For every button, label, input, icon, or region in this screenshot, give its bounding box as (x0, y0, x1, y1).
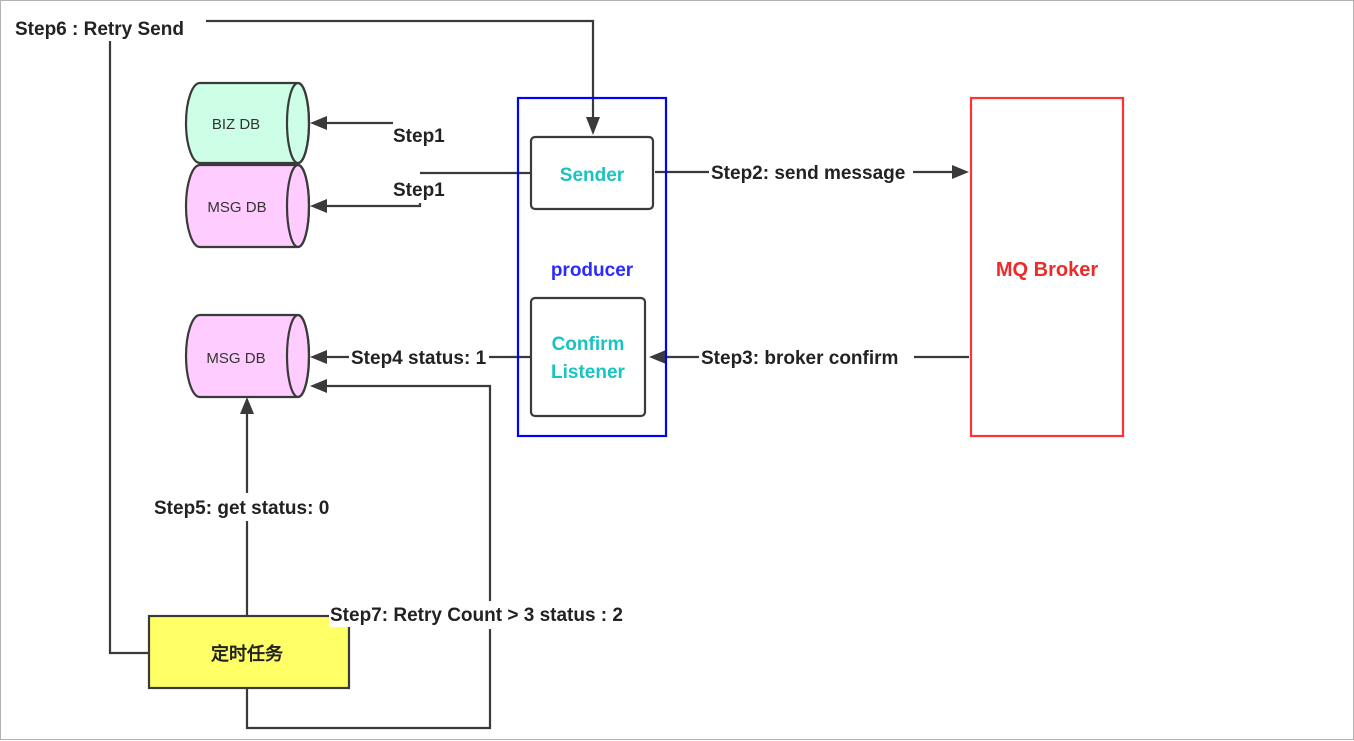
producer-container[interactable]: producer (516, 96, 668, 438)
mq-broker-label: MQ Broker (996, 259, 1098, 281)
edge-step1-msg-db (310, 171, 531, 213)
mq-broker-box[interactable]: MQ Broker (969, 96, 1125, 438)
edge-step1-biz-db (310, 116, 393, 130)
edge-step2-send-message (655, 165, 969, 179)
msg-db-bottom-cylinder[interactable]: MSG DB (184, 313, 311, 399)
confirm-listener-label-line1: Confirm (552, 334, 625, 355)
msg-db-top-cylinder[interactable]: MSG DB (184, 163, 311, 249)
step1-biz-label: Step1 (393, 126, 445, 147)
sender-label: Sender (560, 165, 625, 186)
step7-label-bg (329, 602, 651, 627)
edge-step7-retry-count (245, 379, 492, 730)
step6-label: Step6 : Retry Send (15, 19, 184, 40)
scheduled-task-label: 定时任务 (211, 643, 284, 665)
biz-db-cylinder[interactable]: BIZ DB (184, 81, 311, 165)
confirm-listener-box[interactable]: Confirm Listener (529, 296, 647, 418)
step5-label-bg (151, 495, 347, 521)
step3-label: Step3: broker confirm (701, 348, 898, 369)
step2-label: Step2: send message (711, 163, 905, 184)
edge-step5-get-status (240, 397, 254, 615)
msg-db-top-label: MSG DB (207, 199, 266, 216)
scheduled-task-box[interactable]: 定时任务 (147, 614, 351, 690)
step5-label: Step5: get status: 0 (154, 498, 329, 519)
msg-db-bottom-label: MSG DB (206, 350, 265, 367)
step1-msg-label: Step1 (393, 180, 445, 201)
edge-step3-broker-confirm (649, 350, 969, 364)
edge-step4-status-1 (310, 350, 531, 364)
sender-box[interactable]: Sender (529, 135, 655, 211)
producer-label: producer (551, 260, 634, 281)
edge-step6-retry-send (108, 19, 600, 655)
biz-db-label: BIZ DB (212, 116, 260, 133)
confirm-listener-label-line2: Listener (551, 362, 626, 383)
step7-label: Step7: Retry Count > 3 status : 2 (330, 605, 623, 626)
step4-label: Step4 status: 1 (351, 348, 487, 369)
